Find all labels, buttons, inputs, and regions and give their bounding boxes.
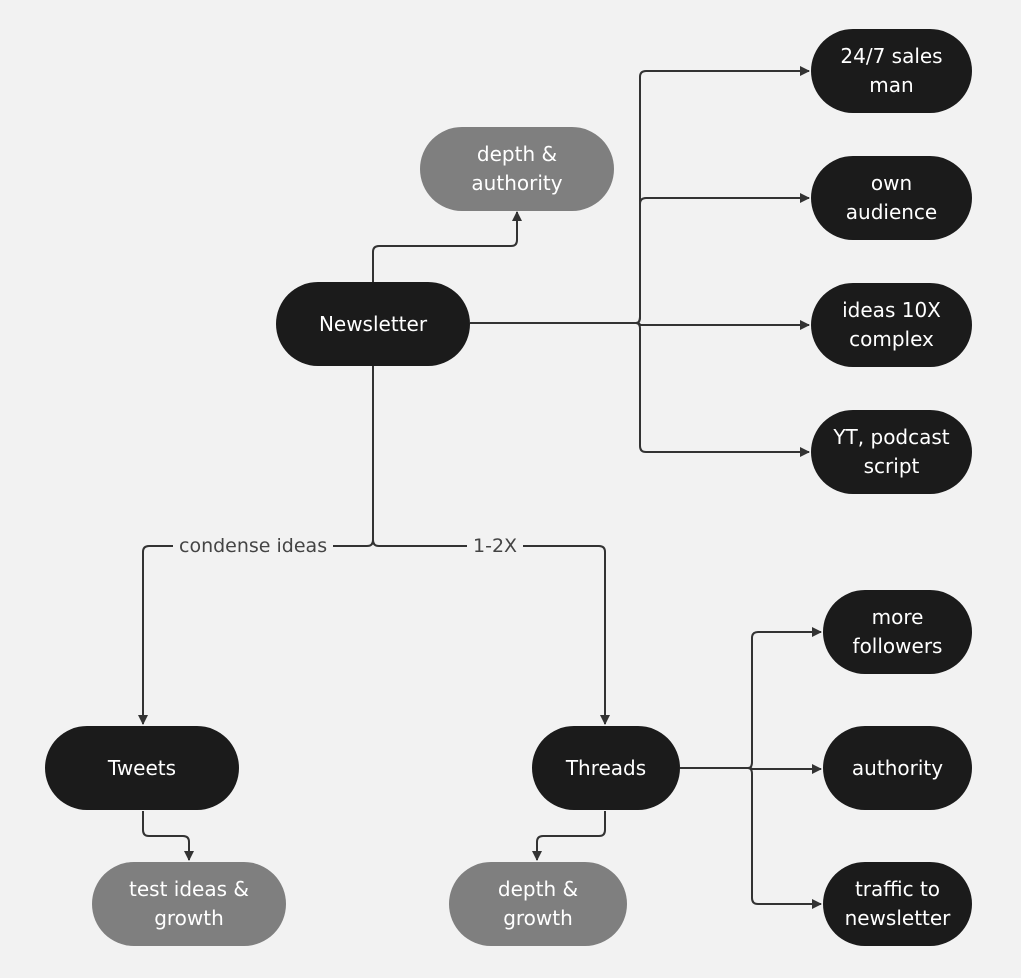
edge-newsletter-yt-podcast	[635, 322, 810, 457]
node-own-audience-label: own audience	[845, 171, 938, 224]
node-depth-growth-label: depth & growth	[497, 877, 579, 930]
edge-newsletter-depth-authority	[372, 211, 522, 282]
edge-label-frequency: 1-2X	[467, 534, 524, 558]
node-threads[interactable]: Threads	[532, 726, 680, 810]
edge-tweets-test-ideas	[142, 811, 194, 861]
node-threads-label: Threads	[565, 755, 647, 780]
node-sales-man-label: 24/7 sales man	[840, 44, 943, 97]
node-newsletter[interactable]: Newsletter	[276, 282, 470, 366]
node-more-followers[interactable]: more followers	[823, 590, 972, 674]
edge-threads-traffic	[747, 767, 822, 909]
edge-newsletter-own-audience	[635, 193, 810, 324]
node-ideas-10x[interactable]: ideas 10X complex	[811, 283, 972, 367]
node-ideas-10x-label: ideas 10X complex	[842, 298, 941, 351]
node-test-ideas-label: test ideas & growth	[129, 877, 249, 930]
node-authority-label: authority	[851, 755, 944, 780]
node-traffic-newsletter-label: traffic to newsletter	[844, 877, 951, 930]
node-tweets-label: Tweets	[107, 755, 177, 780]
node-newsletter-label: Newsletter	[318, 311, 428, 336]
edge-label-condense-ideas: condense ideas	[173, 534, 334, 558]
edge-newsletter-threads	[372, 539, 610, 725]
edge-newsletter-ideas-10x	[635, 320, 810, 330]
node-depth-authority[interactable]: depth & authority	[420, 127, 614, 211]
node-own-audience[interactable]: own audience	[811, 156, 972, 240]
node-tweets[interactable]: Tweets	[45, 726, 239, 810]
node-sales-man[interactable]: 24/7 sales man	[811, 29, 972, 113]
node-traffic-newsletter[interactable]: traffic to newsletter	[823, 862, 972, 946]
node-more-followers-label: more followers	[852, 605, 943, 658]
node-depth-authority-label: depth & authority	[471, 142, 563, 195]
edge-threads-authority	[747, 764, 822, 774]
edge-threads-more-followers	[747, 627, 822, 769]
node-depth-growth[interactable]: depth & growth	[449, 862, 627, 946]
node-yt-podcast-label: YT, podcast script	[833, 425, 950, 478]
edge-newsletter-tweets	[138, 539, 374, 725]
node-authority[interactable]: authority	[823, 726, 972, 810]
node-yt-podcast[interactable]: YT, podcast script	[811, 410, 972, 494]
node-test-ideas[interactable]: test ideas & growth	[92, 862, 286, 946]
edge-threads-depth-growth	[532, 811, 606, 861]
